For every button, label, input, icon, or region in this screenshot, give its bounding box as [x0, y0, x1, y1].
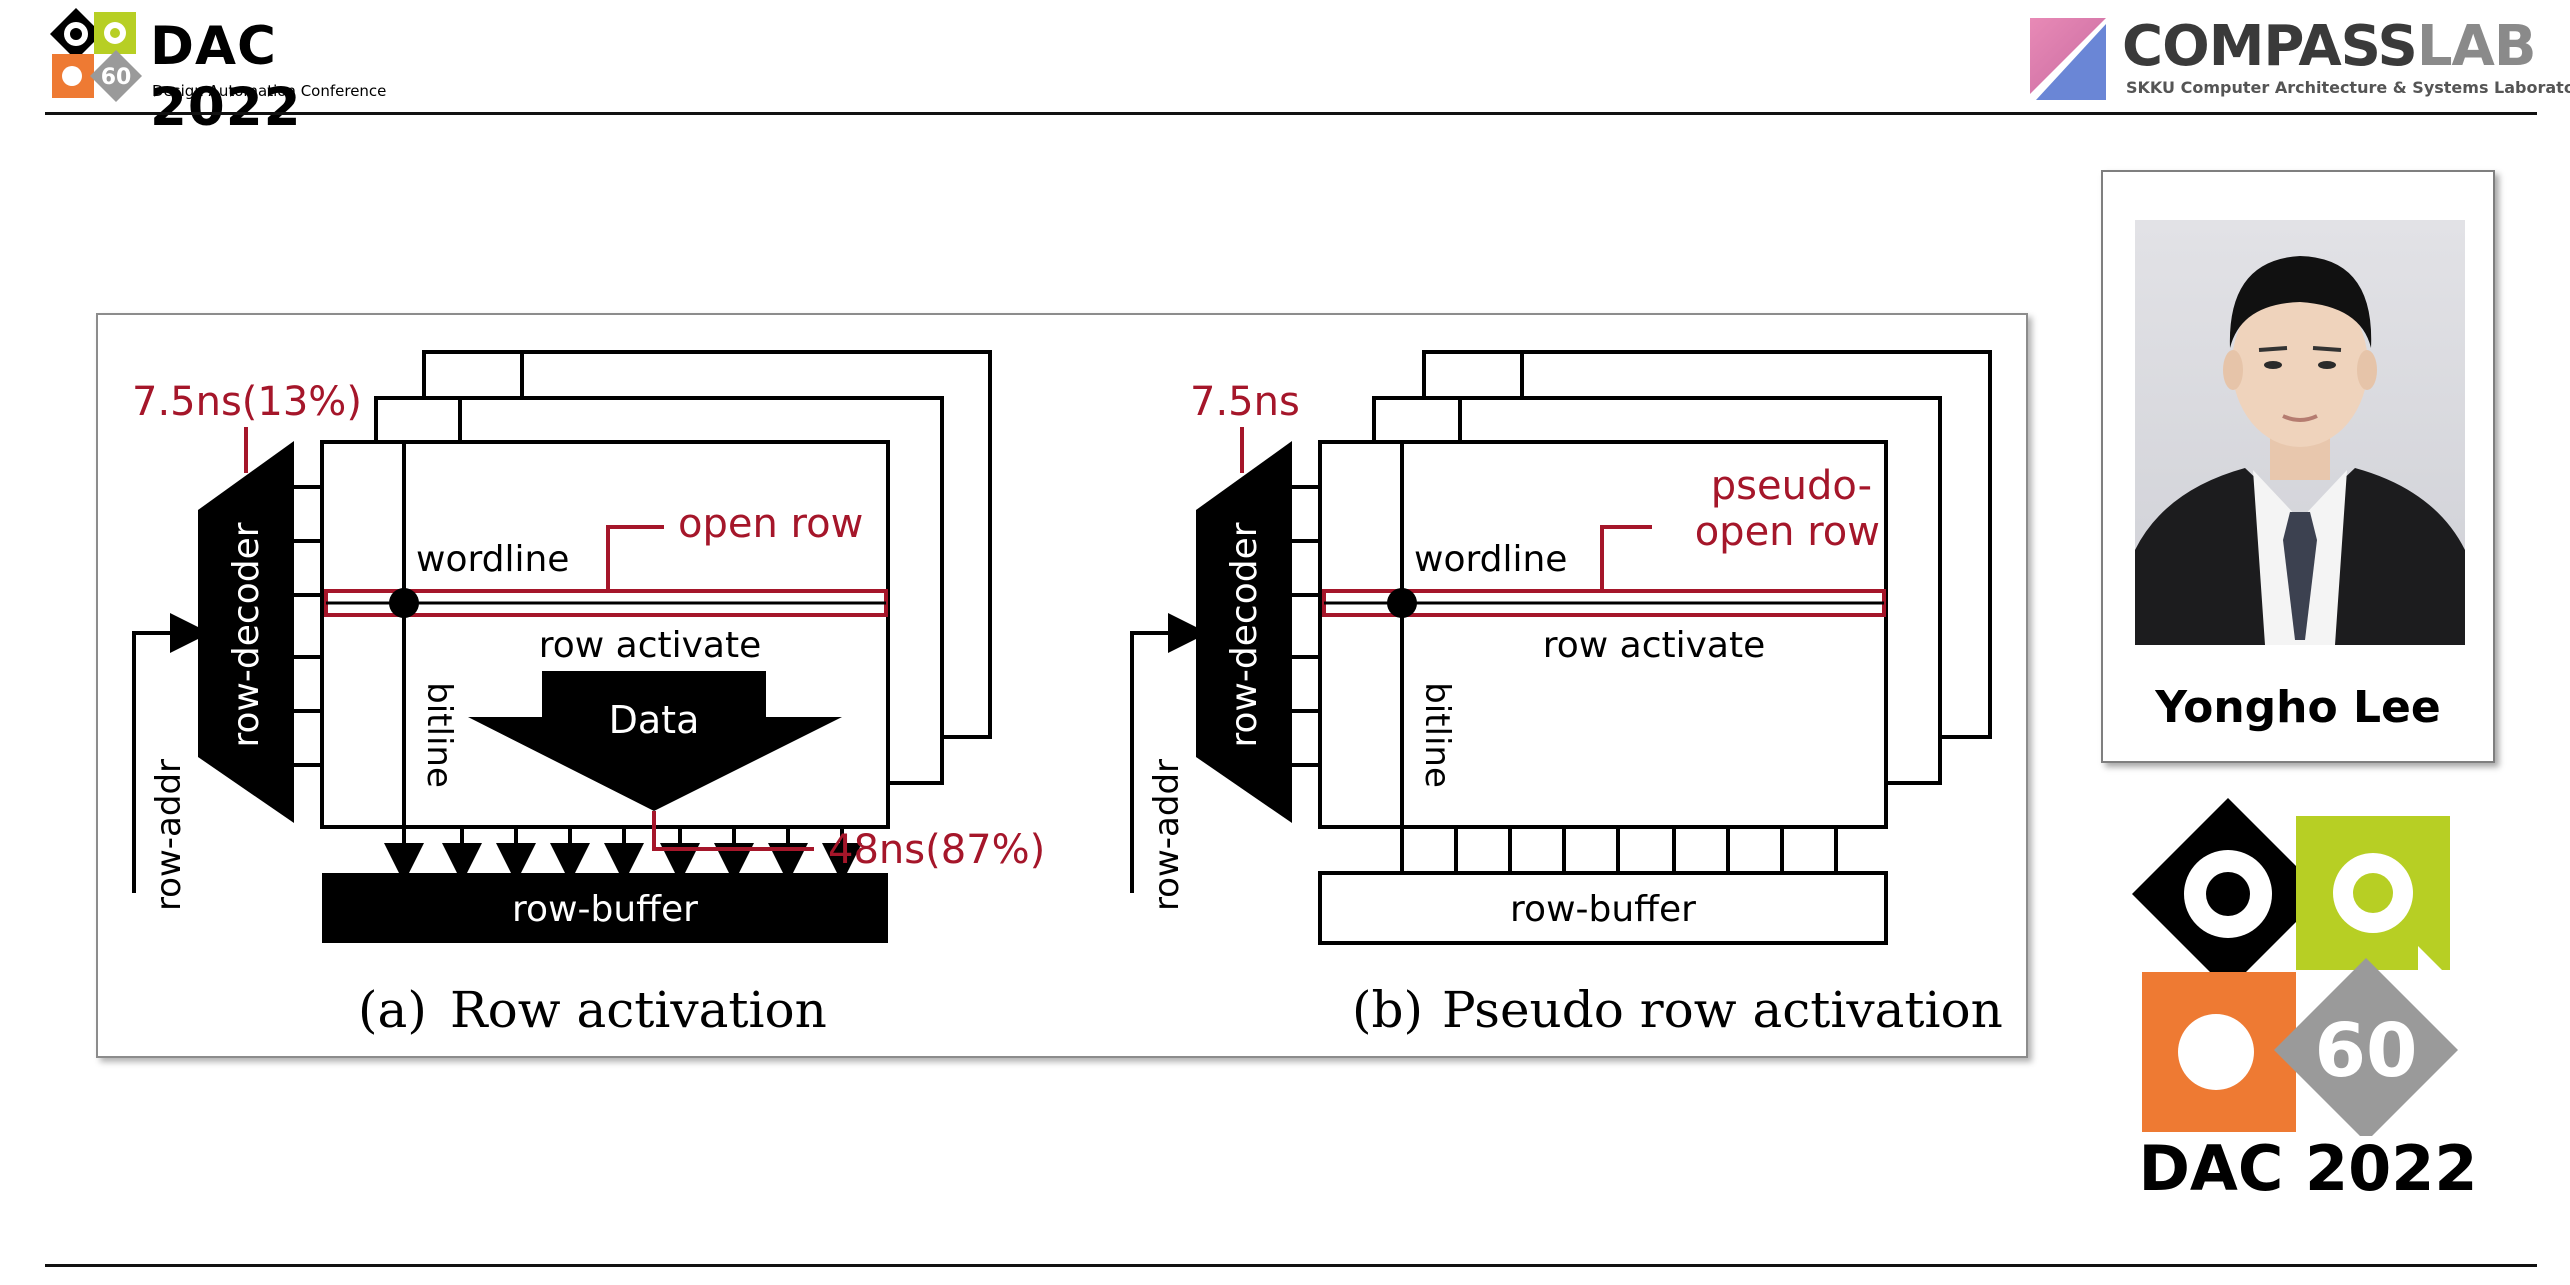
decoder-latency-b: 7.5ns — [1190, 379, 1300, 425]
pseudo-open-row-label-1-b: pseudo- — [1711, 463, 1872, 509]
speaker-card: Yongho Lee — [2101, 170, 2495, 763]
data-arrow-a — [468, 671, 842, 811]
decoder-latency-a: 7.5ns(13%) — [132, 379, 362, 425]
compass-logo-icon — [2030, 18, 2106, 100]
dac-logo-header: 60 DAC 2022 Design Automation Conference — [48, 6, 428, 138]
panel-b: row-decoder row-addr 7.5ns bitline wordl… — [1130, 350, 2003, 1039]
row-buffer-b — [1318, 871, 1888, 945]
row-decoder-label-b: row-decoder — [1224, 522, 1265, 747]
compasslab-tagline: SKKU Computer Architecture & Systems Lab… — [2126, 78, 2570, 97]
row-decoder-label-a: row-decoder — [226, 522, 267, 747]
footer-divider — [45, 1264, 2537, 1267]
bitline-label-b: bitline — [1417, 682, 1457, 788]
header-conference-title: DAC 2022 — [150, 16, 302, 138]
row-buffer-a — [322, 873, 888, 943]
row-decoder-b — [1196, 441, 1292, 823]
dac-emblem-large-icon: 60 — [2132, 798, 2458, 1142]
row-addr-label-b: row-addr — [1147, 759, 1187, 911]
speaker-photo — [2135, 220, 2465, 645]
dac-logo-footer: 60 DAC 2022 — [2128, 796, 2488, 1216]
header-badge-text: 60 — [101, 65, 132, 90]
row-buffer-label-b: row-buffer — [1510, 889, 1696, 930]
wordline-node-a — [389, 588, 419, 618]
row-buffer-label-a: row-buffer — [512, 889, 698, 930]
row-activation-diagram: row-decoder row-addr 7.5ns(13%) bitline … — [132, 350, 2003, 1039]
speaker-name: Yongho Lee — [2155, 682, 2441, 733]
footer-conference-title: DAC 2022 — [2138, 1132, 2478, 1205]
caption-text-a: Row activation — [450, 981, 827, 1039]
row-activate-label-b: row activate — [1543, 625, 1766, 666]
data-label-a: Data — [609, 698, 700, 742]
compasslab-name-light: LAB — [2416, 14, 2537, 79]
row-activate-label-a: row activate — [539, 625, 762, 666]
header-conference-subtitle: Design Automation Conference — [152, 82, 387, 100]
wordline-label-a: wordline — [416, 539, 569, 580]
open-row-label-a: open row — [678, 501, 863, 547]
row-decoder-a — [198, 441, 294, 823]
dac-emblem-icon: 60 — [50, 8, 142, 102]
wordline-label-b: wordline — [1414, 539, 1567, 580]
caption-label-b: (b) — [1352, 981, 1423, 1039]
compasslab-name: COMPASSLAB — [2122, 14, 2537, 79]
bitline-label-a: bitline — [419, 682, 459, 788]
panel-a: row-decoder row-addr 7.5ns(13%) bitline … — [132, 350, 1045, 1039]
figure-panel: row-decoder row-addr 7.5ns(13%) bitline … — [96, 313, 2028, 1058]
row-addr-label-a: row-addr — [149, 759, 189, 911]
caption-text-b: Pseudo row activation — [1442, 981, 2003, 1039]
header-divider — [45, 112, 2537, 115]
compasslab-logo: COMPASSLAB SKKU Computer Architecture & … — [2030, 14, 2570, 104]
caption-label-a: (a) — [358, 981, 427, 1039]
footer-badge-text: 60 — [2315, 1008, 2418, 1094]
transfer-latency-a: 48ns(87%) — [828, 827, 1045, 873]
pseudo-open-row-label-2-b: open row — [1695, 509, 1880, 555]
bank-front-b — [1318, 440, 1888, 829]
compasslab-name-bold: COMPASS — [2122, 14, 2418, 79]
wordline-node-b — [1387, 588, 1417, 618]
